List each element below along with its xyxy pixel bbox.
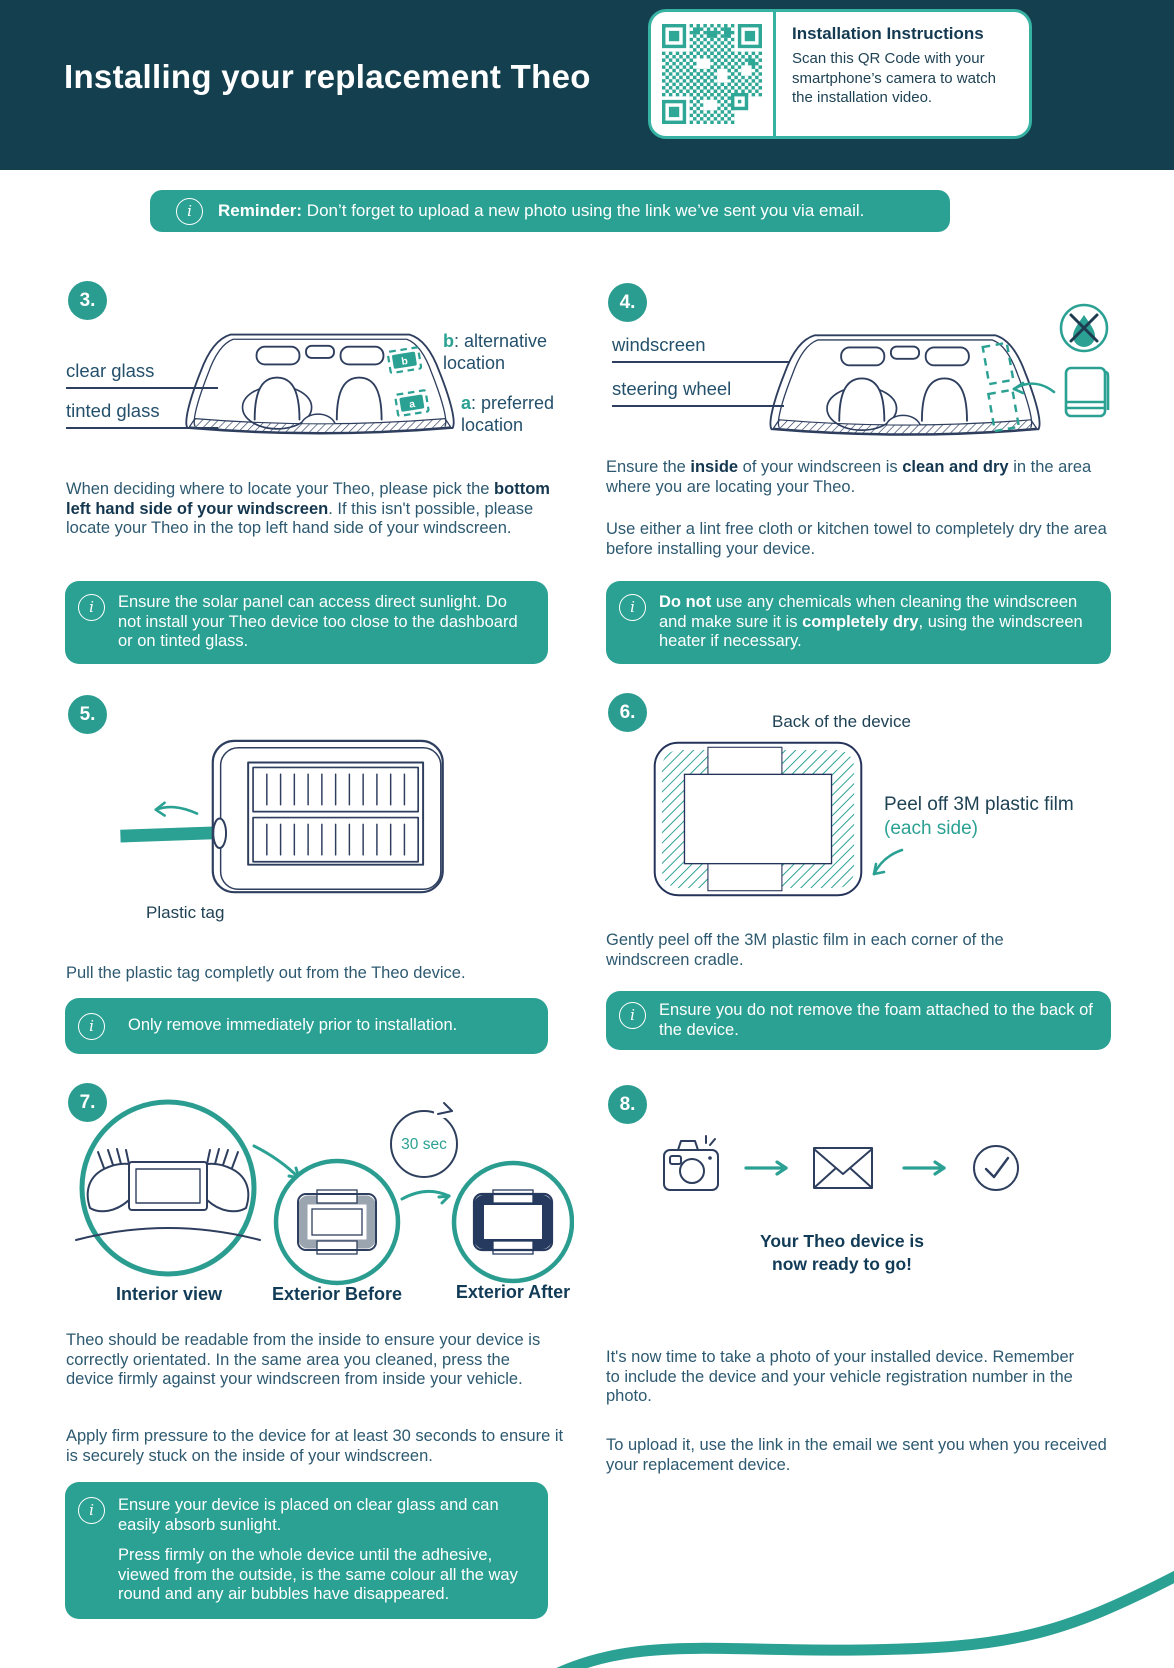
step-7-badge: 7. [68,1083,107,1122]
svg-text:b: b [401,356,409,368]
steering-wheel-label: steering wheel [612,378,784,407]
alternative-location-label: b: alternative location [443,331,548,373]
device-back-illustration [653,741,863,897]
arrow-right-icon [902,1160,946,1176]
step-4-info-text: Do not use any chemicals when cleaning t… [659,593,1083,650]
info-icon: i [78,1013,105,1040]
step-5-info-callout: i Only remove immediately prior to insta… [65,998,548,1054]
exterior-after-circle [451,1160,574,1284]
step-7-paragraph-2: Apply firm pressure to the device for at… [66,1427,564,1465]
svg-text:a: a [408,399,416,411]
windscreen-location-illustration: b a [185,333,455,435]
clear-glass-label: clear glass [66,360,218,389]
step-3-info-text: Ensure the solar panel can access direct… [118,593,518,650]
qr-panel-body: Scan this QR Code with your smartphone’s… [792,50,996,106]
step-7-info-text: Ensure your device is placed on clear gl… [118,1496,518,1603]
qr-panel-title: Installation Instructions [792,24,984,43]
step-4-paragraph-1: Ensure the inside of your windscreen is … [606,458,1092,496]
plastic-tag-illustration [120,739,444,894]
step-6-paragraph: Gently peel off the 3M plastic film in e… [606,931,1004,969]
reminder-banner: i Reminder: Don’t forget to upload a new… [150,190,950,232]
location-b-marker: b [386,346,423,375]
step-3-paragraph: When deciding where to locate your Theo,… [66,480,550,537]
step-4-info-callout: i Do not use any chemicals when cleaning… [606,581,1111,664]
step-3-info-callout: i Ensure the solar panel can access dire… [65,581,548,664]
interior-view-caption: Interior view [115,1284,223,1304]
step-8-paragraph-2: To upload it, use the link in the email … [606,1436,1107,1474]
check-circle-icon [973,1145,1019,1191]
interior-view-circle [75,1099,261,1277]
exterior-before-circle [273,1158,401,1286]
ready-message: Your Theo device is now ready to go! [759,1231,925,1274]
arrow-right-icon [744,1160,788,1176]
footer-wave [556,1570,1174,1668]
exterior-before-caption: Exterior Before [271,1284,403,1304]
info-icon: i [78,594,105,621]
cloth-icon [1064,366,1110,418]
exterior-after-caption: Exterior After [455,1282,571,1302]
info-icon: i [176,197,203,225]
page-title: Installing your replacement Theo [64,58,591,95]
step-5-info-text: Only remove immediately prior to install… [128,1016,458,1035]
peel-film-label: Peel off 3M plastic film (each side) [884,794,1074,839]
step-6-badge: 6. [608,693,647,732]
step-5-paragraph: Pull the plastic tag completly out from … [66,964,466,982]
thirty-sec-timer-icon [390,1102,458,1178]
step-7-info-callout: i Ensure your device is placed on clear … [65,1482,548,1619]
camera-icon [663,1135,719,1191]
thirty-sec-label: 30 sec [401,1136,447,1153]
step-3-badge: 3. [68,281,107,320]
windscreen-cleaning-illustration [769,334,1041,436]
step-8-badge: 8. [608,1085,647,1124]
step-8-paragraph-1: It's now time to take a photo of your in… [606,1348,1075,1405]
step-5-badge: 5. [68,695,107,734]
step-6-info-callout: i Ensure you do not remove the foam atta… [606,991,1111,1050]
arrow-left-icon [1012,381,1056,395]
windscreen-label: windscreen [612,334,790,363]
reminder-text: Reminder: Don’t forget to upload a new p… [218,201,865,220]
step-4-paragraph-2: Use either a lint free cloth or kitchen … [606,520,1107,558]
qr-code-icon [662,24,762,124]
envelope-icon [813,1147,873,1189]
no-liquids-icon [1059,303,1109,353]
installation-sequence-illustration [75,1099,574,1286]
arrow-down-left-icon [872,848,904,876]
step-6-info-text: Ensure you do not remove the foam attach… [659,1001,1093,1039]
plastic-tag-label: Plastic tag [146,903,225,922]
back-of-device-label: Back of the device [772,712,911,731]
location-a-marker: a [394,389,430,417]
info-icon: i [78,1497,105,1524]
photo-upload-sequence [663,1135,1019,1191]
qr-panel: Installation Instructions Scan this QR C… [648,9,1032,139]
info-icon: i [619,1002,646,1029]
qr-code [651,12,776,136]
step-7-paragraph-1: Theo should be readable from the inside … [66,1331,541,1388]
tinted-glass-label: tinted glass [66,400,218,429]
step-4-badge: 4. [608,283,647,322]
preferred-location-label: a: preferred location [461,393,555,435]
info-icon: i [619,594,646,621]
